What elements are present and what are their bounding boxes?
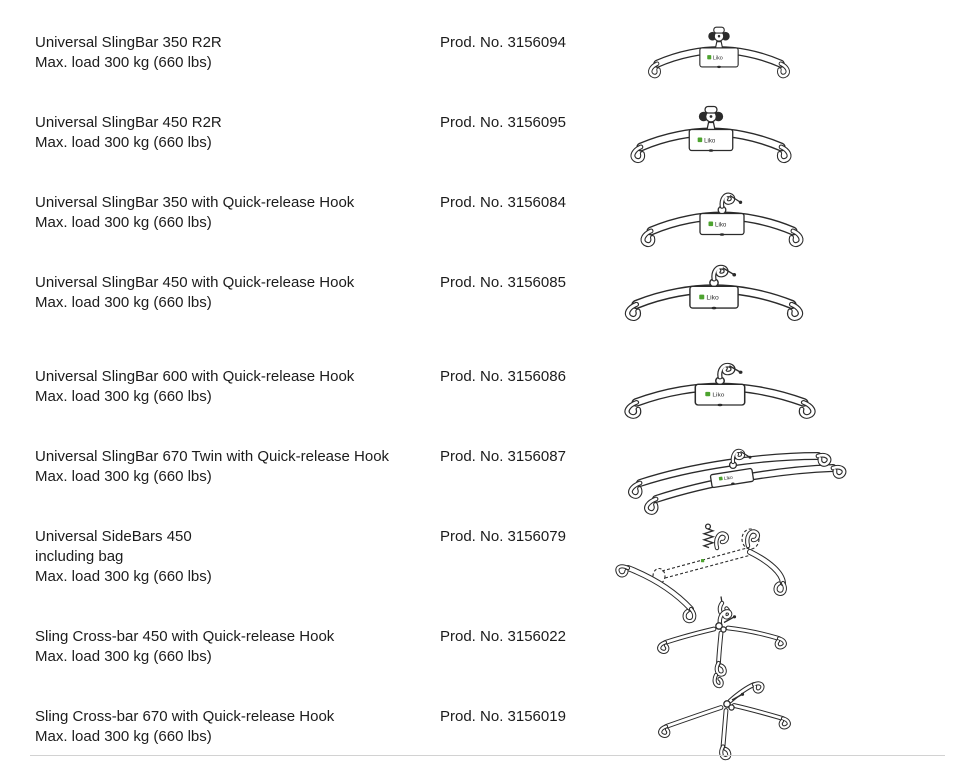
slingbar-450-quick-release-illustration: Liko bbox=[624, 264, 804, 322]
liko-logo-icon bbox=[701, 559, 705, 563]
bottom-divider bbox=[30, 755, 945, 756]
product-number: Prod. No. 3156087 bbox=[440, 448, 566, 465]
sidebars-450-illustration bbox=[615, 523, 787, 624]
slingbar-drawing: Liko bbox=[624, 264, 804, 322]
product-name: Universal SlingBar 450 R2R bbox=[35, 114, 222, 131]
slingbar-drawing: Liko bbox=[624, 362, 816, 419]
product-name: Universal SlingBar 450 with Quick-releas… bbox=[35, 274, 355, 291]
liko-plate: Liko bbox=[709, 467, 755, 489]
product-extra-line: including bag bbox=[35, 548, 124, 565]
product-max-load: Max. load 300 kg (660 lbs) bbox=[35, 728, 212, 745]
product-max-load: Max. load 300 kg (660 lbs) bbox=[35, 468, 212, 485]
slingbar-drawing: Liko bbox=[630, 105, 792, 164]
product-number: Prod. No. 3156085 bbox=[440, 274, 566, 291]
cross-bar-670-illustration bbox=[658, 673, 791, 761]
product-number: Prod. No. 3156022 bbox=[440, 628, 566, 645]
cross-bar-drawing bbox=[658, 673, 791, 761]
twin-slingbar-drawing: Liko bbox=[628, 448, 847, 515]
liko-logo-text: Liko bbox=[704, 137, 716, 144]
product-name: Sling Cross-bar 450 with Quick-release H… bbox=[35, 628, 335, 645]
product-number: Prod. No. 3156019 bbox=[440, 708, 566, 725]
product-number: Prod. No. 3156086 bbox=[440, 368, 566, 385]
slingbar-600-quick-release-illustration: Liko bbox=[624, 362, 816, 419]
slingbar-670-twin-illustration: Liko bbox=[628, 448, 847, 515]
center-hub bbox=[715, 622, 723, 630]
product-max-load: Max. load 300 kg (660 lbs) bbox=[35, 388, 212, 405]
product-max-load: Max. load 300 kg (660 lbs) bbox=[35, 294, 212, 311]
cross-bar-drawing bbox=[657, 609, 787, 677]
product-max-load: Max. load 300 kg (660 lbs) bbox=[35, 568, 212, 585]
product-number: Prod. No. 3156094 bbox=[440, 34, 566, 51]
slingbar-drawing: Liko bbox=[640, 192, 804, 248]
product-max-load: Max. load 300 kg (660 lbs) bbox=[35, 134, 212, 151]
liko-logo-icon bbox=[697, 137, 703, 143]
product-number: Prod. No. 3156084 bbox=[440, 194, 566, 211]
liko-logo-text: Liko bbox=[712, 392, 725, 399]
product-max-load: Max. load 300 kg (660 lbs) bbox=[35, 54, 212, 71]
center-hub bbox=[723, 700, 731, 708]
liko-logo-icon bbox=[699, 294, 705, 300]
product-name: Universal SlingBar 600 with Quick-releas… bbox=[35, 368, 355, 385]
product-number: Prod. No. 3156079 bbox=[440, 528, 566, 545]
slingbar-350-r2r-illustration: Liko bbox=[648, 26, 790, 79]
product-name: Universal SideBars 450 bbox=[35, 528, 192, 545]
product-number: Prod. No. 3156095 bbox=[440, 114, 566, 131]
liko-logo-icon bbox=[718, 476, 723, 481]
product-max-load: Max. load 300 kg (660 lbs) bbox=[35, 648, 212, 665]
slingbar-drawing: Liko bbox=[648, 26, 790, 79]
liko-logo-text: Liko bbox=[715, 221, 727, 228]
slingbar-450-r2r-illustration: Liko bbox=[630, 105, 792, 164]
liko-logo-text: Liko bbox=[706, 295, 719, 302]
coil-spring bbox=[701, 528, 716, 549]
sidebars-drawing bbox=[615, 523, 787, 624]
liko-logo-icon bbox=[705, 391, 711, 397]
product-name: Sling Cross-bar 670 with Quick-release H… bbox=[35, 708, 335, 725]
product-max-load: Max. load 300 kg (660 lbs) bbox=[35, 214, 212, 231]
cross-bar-450-illustration bbox=[657, 609, 787, 677]
product-name: Universal SlingBar 350 with Quick-releas… bbox=[35, 194, 355, 211]
liko-logo-text: Liko bbox=[724, 475, 734, 482]
liko-logo-icon bbox=[707, 55, 712, 60]
product-name: Universal SlingBar 350 R2R bbox=[35, 34, 222, 51]
product-name: Universal SlingBar 670 Twin with Quick-r… bbox=[35, 448, 390, 465]
slingbar-350-quick-release-illustration: Liko bbox=[640, 192, 804, 248]
liko-logo-text: Liko bbox=[713, 55, 723, 61]
liko-logo-icon bbox=[708, 221, 714, 227]
